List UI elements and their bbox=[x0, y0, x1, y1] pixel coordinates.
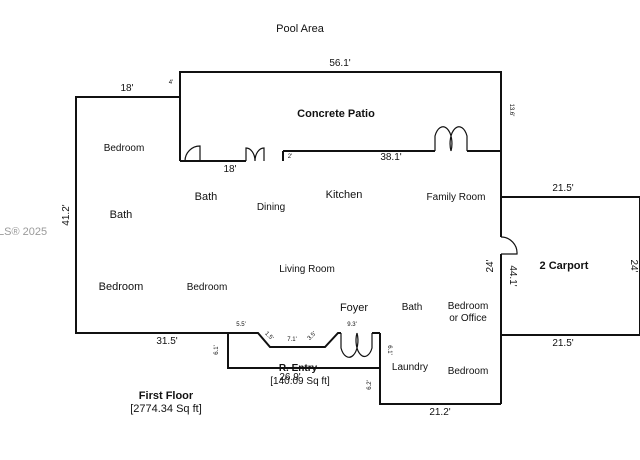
dim-entry-right: 6.1' bbox=[386, 345, 392, 355]
room-bedroom-south: Bedroom bbox=[187, 282, 228, 293]
wall-patio-outline bbox=[179, 71, 502, 161]
room-family-room: Family Room bbox=[427, 192, 486, 203]
doors bbox=[184, 126, 518, 358]
door-patio-west-icon bbox=[184, 145, 201, 162]
dim-entry-left: 6.1' bbox=[214, 345, 220, 355]
dim-entry-seg-4: 3.5' bbox=[307, 331, 318, 342]
wall-west-north bbox=[75, 96, 380, 369]
dim-patio-left-tiny: 4' bbox=[169, 80, 173, 86]
dim-patio-right: 13.6' bbox=[508, 104, 514, 117]
room-dining: Dining bbox=[257, 202, 285, 213]
legend: [140.09 Sq ft] First Floor [2774.34 Sq f… bbox=[130, 376, 330, 415]
wall-entry-top bbox=[228, 332, 341, 348]
door-patio-double-2-icon bbox=[434, 126, 468, 152]
dim-left-side: 41.2' bbox=[61, 204, 72, 225]
dim-bottom-left: 31.5' bbox=[156, 336, 177, 347]
room-carport: 2 Carport bbox=[540, 260, 589, 272]
door-front-double-icon bbox=[340, 332, 373, 358]
dimension-labels: 56.1' 13.6' 4' 18' 18' 2' 38.1' 41.2' 21… bbox=[61, 58, 639, 418]
dim-entry-seg-3: 7.1' bbox=[287, 337, 297, 343]
room-bath-center: Bath bbox=[195, 191, 218, 203]
walls bbox=[75, 71, 640, 405]
dim-carport-top: 21.5' bbox=[552, 183, 573, 194]
door-carport-icon bbox=[500, 236, 518, 255]
room-concrete-patio: Concrete Patio bbox=[297, 108, 375, 120]
watermark: LS® 2025 bbox=[0, 226, 47, 238]
room-bedroom-se: Bedroom bbox=[448, 366, 489, 377]
floor-title: First Floor bbox=[139, 390, 194, 402]
dim-entry-seg-5: 9.3' bbox=[347, 322, 357, 328]
dim-entry-seg-2: 1.5' bbox=[263, 331, 274, 342]
room-bath-se: Bath bbox=[402, 302, 423, 313]
dim-carport-right: 24' bbox=[628, 259, 639, 272]
room-labels: Concrete Patio Bedroom Bath Bath Dining … bbox=[99, 108, 589, 377]
dim-carport-bottom: 21.5' bbox=[552, 338, 573, 349]
floor-area: [2774.34 Sq ft] bbox=[130, 403, 202, 415]
dim-entry-bottom: 26.9' bbox=[279, 372, 300, 383]
room-living-room: Living Room bbox=[279, 264, 335, 275]
room-foyer: Foyer bbox=[340, 302, 368, 314]
dim-patio-bottom-tiny: 2' bbox=[288, 154, 292, 160]
dim-east-wall: 44.1' bbox=[507, 265, 518, 286]
room-laundry: Laundry bbox=[392, 362, 428, 373]
dim-laundry-left: 6.2' bbox=[367, 380, 373, 390]
dim-bottom-right: 21.2' bbox=[429, 407, 450, 418]
room-kitchen: Kitchen bbox=[326, 189, 363, 201]
room-r-entry: R. Entry bbox=[279, 363, 318, 374]
dim-carport-left: 24' bbox=[485, 259, 496, 272]
room-bedroom-office-line1: Bedroom bbox=[448, 301, 489, 312]
dim-patio-bottom-left: 18' bbox=[223, 164, 236, 175]
room-bath-west: Bath bbox=[110, 209, 133, 221]
room-bedroom-office-line2: or Office bbox=[449, 313, 487, 324]
dim-patio-top: 56.1' bbox=[329, 58, 350, 69]
dim-top-left: 18' bbox=[120, 83, 133, 94]
dim-entry-seg-1: 5.5' bbox=[236, 322, 246, 328]
room-bedroom-nw: Bedroom bbox=[104, 143, 145, 154]
door-patio-double-1-icon bbox=[245, 147, 265, 162]
wall-carport bbox=[501, 196, 640, 336]
entry-area-label: [140.09 Sq ft] bbox=[270, 376, 330, 387]
pool-area-label: Pool Area bbox=[276, 23, 325, 35]
room-bedroom-sw: Bedroom bbox=[99, 281, 144, 293]
dim-patio-bottom-right: 38.1' bbox=[380, 152, 401, 163]
